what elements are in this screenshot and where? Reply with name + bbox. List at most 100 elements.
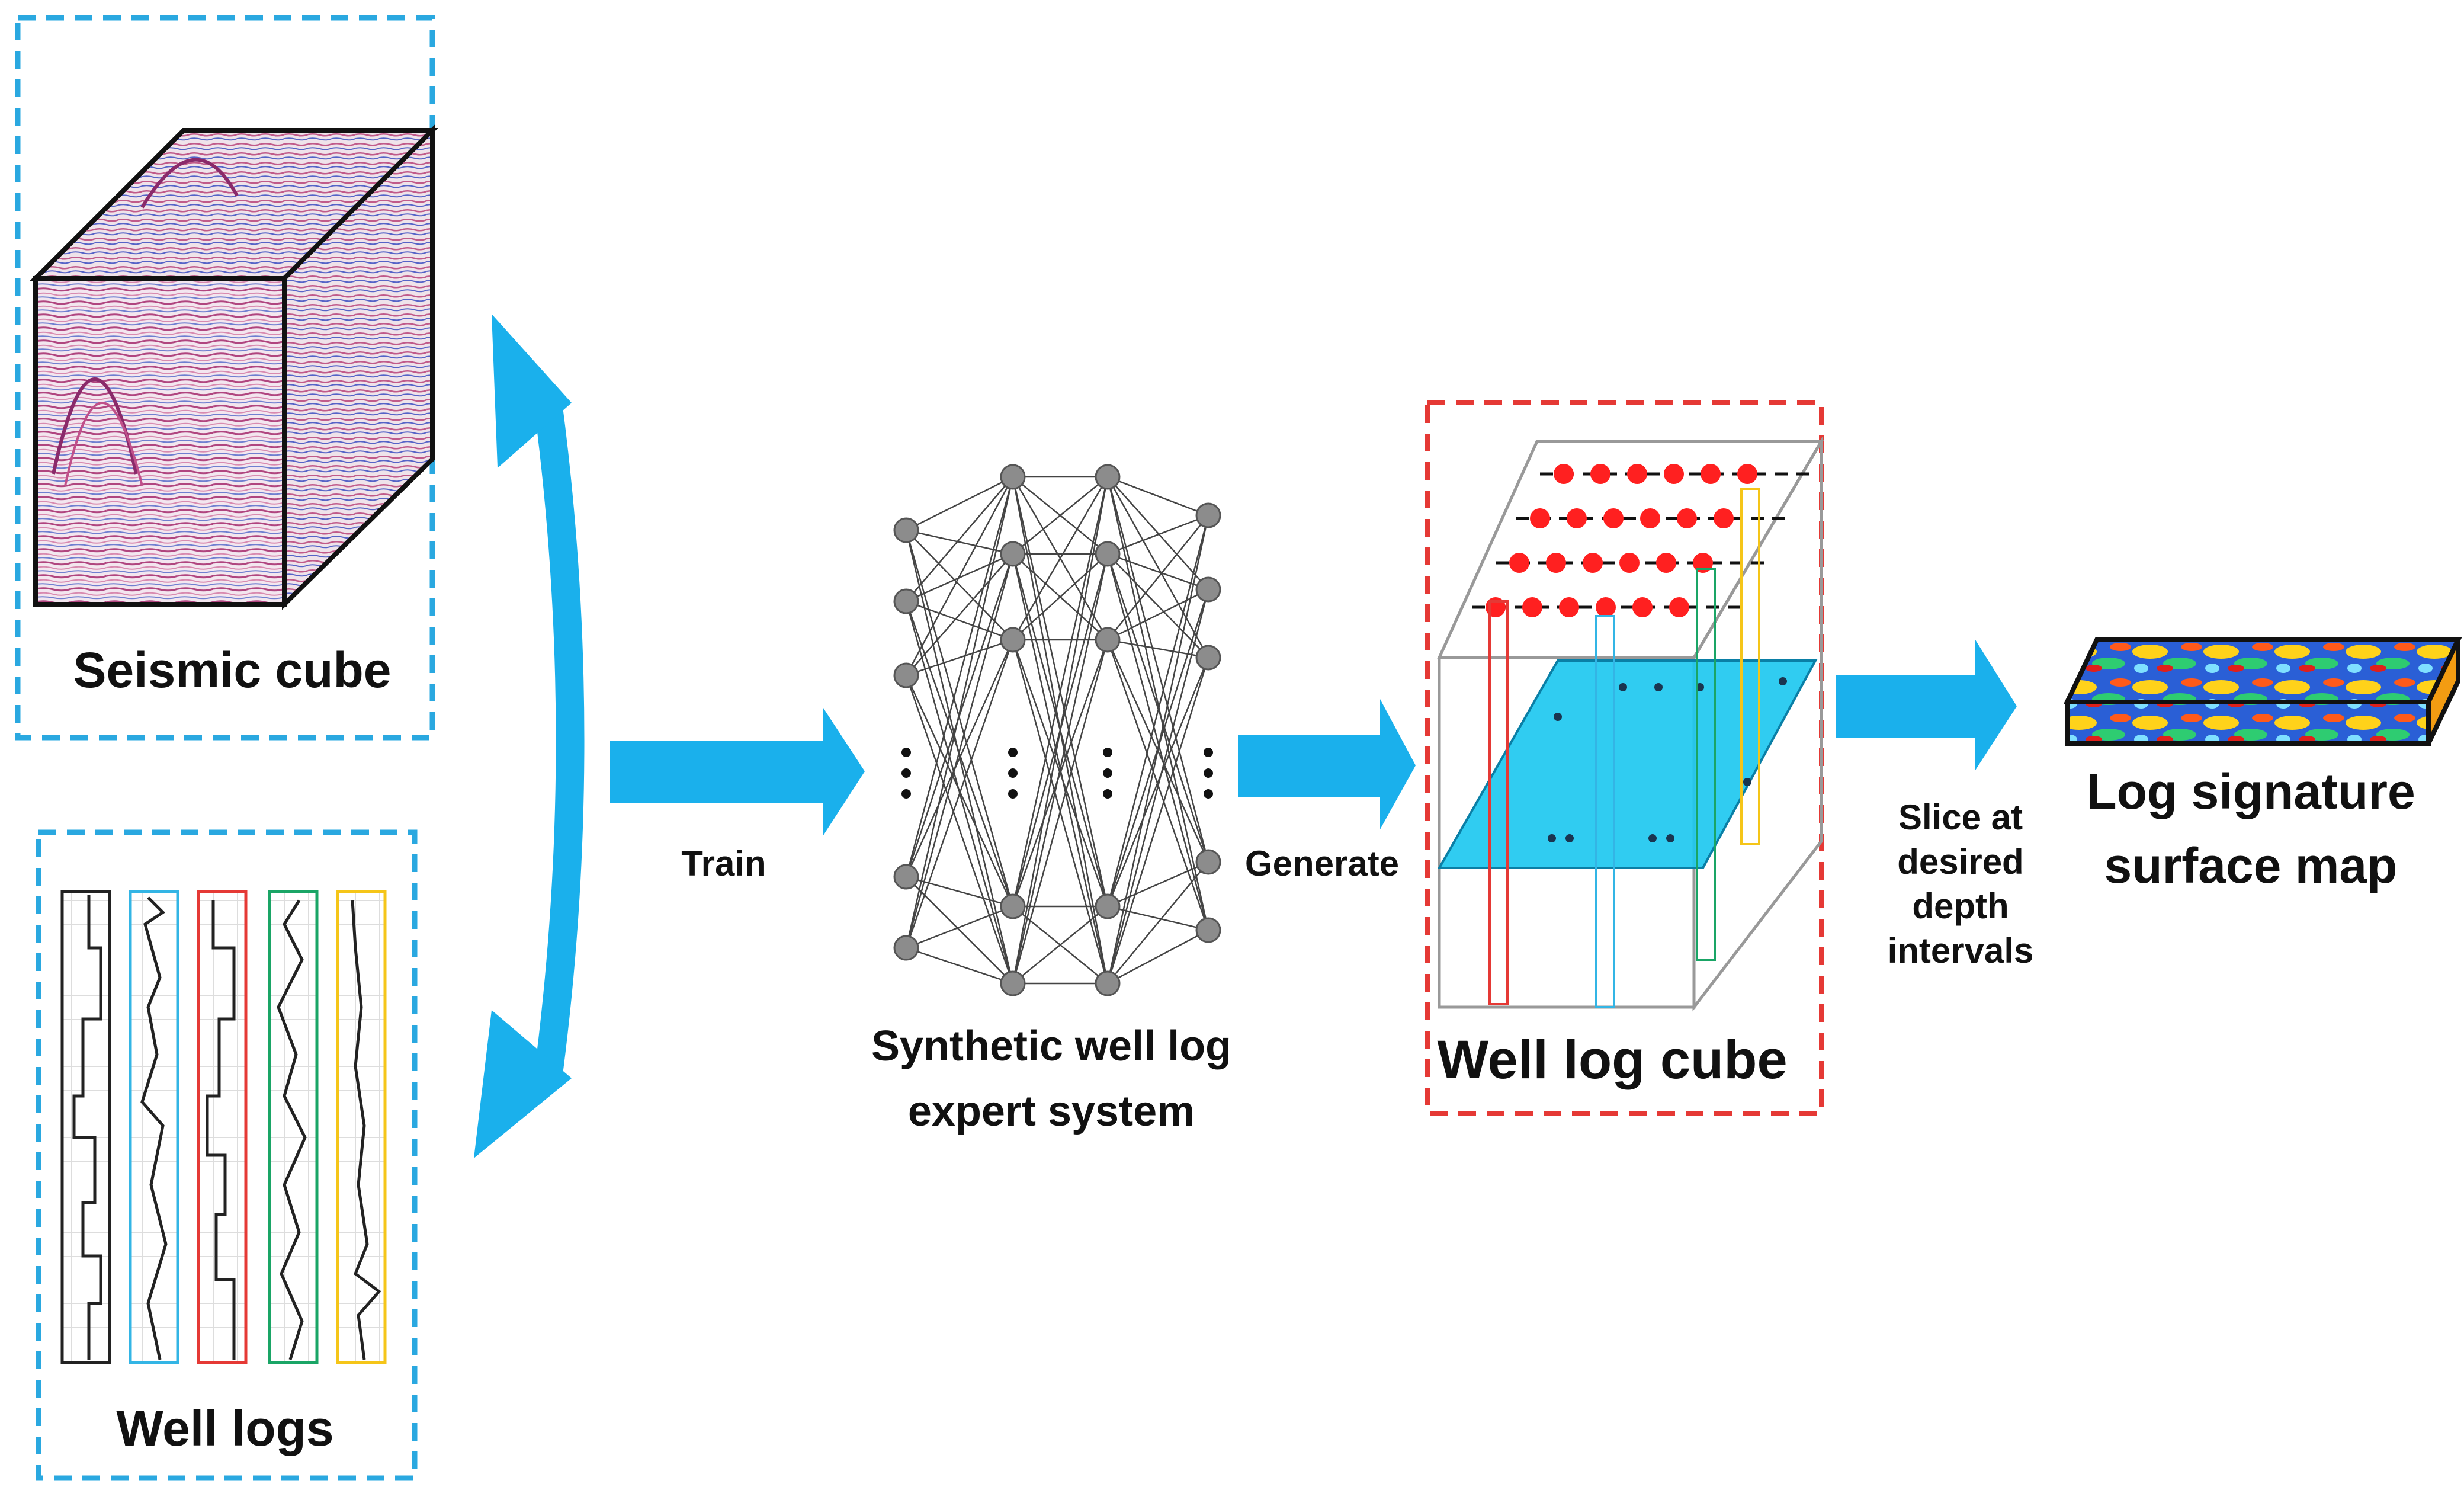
- log-curve-1: [72, 895, 102, 1360]
- nn-node: [1000, 464, 1026, 490]
- slice-sample-dot: [1619, 683, 1627, 691]
- nn-connection: [906, 600, 1013, 641]
- seismic-cube-icon: [30, 124, 438, 610]
- nn-connection: [905, 476, 1014, 948]
- nn-connection: [906, 476, 1013, 602]
- nn-node: [893, 517, 919, 543]
- cube-grid-dot: [1701, 464, 1721, 484]
- nn-connection: [1107, 588, 1209, 641]
- neural-network-icon: [893, 464, 1221, 996]
- log-track-2: [129, 890, 179, 1364]
- nn-ellipsis-dot: [1103, 789, 1112, 799]
- nn-connection: [1107, 476, 1209, 590]
- seismic-cube-label: Seismic cube: [73, 642, 392, 698]
- nn-node: [1095, 464, 1121, 490]
- nn-node: [1195, 502, 1221, 528]
- nn-connection: [905, 530, 1014, 907]
- cube-grid-dot: [1737, 464, 1757, 484]
- expert-system-label-line1: Synthetic well log: [871, 1023, 1231, 1070]
- nn-connection: [1012, 476, 1108, 555]
- nn-connection: [1107, 515, 1209, 640]
- cube-well-2: [1595, 615, 1615, 1008]
- nn-connection: [1107, 861, 1209, 984]
- well-log-tracks: [60, 890, 387, 1364]
- nn-node: [893, 662, 919, 688]
- slice-sample-dot: [1743, 778, 1751, 786]
- cube-grid-dot: [1632, 597, 1653, 617]
- nn-node: [1195, 645, 1221, 671]
- slice-label-line3: depth: [1912, 886, 2009, 926]
- cube-grid-dot: [1559, 597, 1579, 617]
- cube-well-1: [1488, 600, 1509, 1005]
- nn-node: [1000, 627, 1026, 653]
- cube-grid-dot: [1619, 553, 1640, 573]
- nn-node: [893, 935, 919, 961]
- nn-connection: [1012, 639, 1109, 984]
- nn-node: [893, 588, 919, 614]
- well-logs-frame: [36, 829, 418, 1481]
- slice-sample-dot: [1554, 713, 1562, 721]
- nn-connection: [906, 876, 1013, 984]
- cube-grid-dot: [1567, 508, 1587, 528]
- nn-connection: [1106, 476, 1209, 863]
- nn-connection: [1012, 639, 1109, 907]
- nn-ellipsis-dot: [1204, 789, 1213, 799]
- nn-connection: [1106, 657, 1209, 984]
- cube-grid-dot: [1664, 464, 1684, 484]
- surface-map-icon: [2063, 637, 2462, 746]
- well-log-cube-panel: Well log cube: [1425, 400, 1824, 1116]
- nn-ellipsis-dot: [1008, 748, 1018, 757]
- double-curved-arrow: [474, 314, 585, 1158]
- nn-node: [1000, 541, 1026, 567]
- slice-sample-dot: [1648, 834, 1657, 842]
- slice-sample-dot: [1666, 834, 1674, 842]
- cube-grid-dot: [1669, 597, 1689, 617]
- log-curve-3: [206, 900, 236, 1360]
- nn-connection: [1107, 514, 1209, 555]
- nn-connection: [905, 553, 1014, 948]
- well-log-cube-icon: [1437, 435, 1824, 1012]
- nn-node: [1195, 849, 1221, 875]
- nn-connection: [1012, 553, 1109, 984]
- nn-connection: [906, 529, 1013, 555]
- nn-ellipsis-dot: [901, 748, 911, 757]
- slice-sample-dot: [1565, 834, 1574, 842]
- nn-connection: [1106, 476, 1209, 931]
- nn-ellipsis-dot: [901, 768, 911, 778]
- nn-connection: [906, 553, 1013, 676]
- cube-grid-dot: [1656, 553, 1676, 573]
- nn-node: [893, 864, 919, 890]
- nn-connection: [1107, 929, 1209, 985]
- nn-node: [1000, 970, 1026, 996]
- nn-connection: [1106, 657, 1209, 907]
- nn-connection: [1106, 476, 1209, 658]
- nn-node: [1095, 627, 1121, 653]
- arrow-head-down: [474, 1010, 572, 1158]
- nn-node: [1095, 893, 1121, 919]
- log-curve-4: [277, 899, 307, 1360]
- slice-sample-dot: [1548, 834, 1556, 842]
- nn-connection: [905, 639, 1014, 877]
- nn-node: [1000, 893, 1026, 919]
- arrow-head-up: [492, 314, 572, 468]
- generate-arrow: [1238, 699, 1416, 829]
- nn-ellipsis-dot: [1008, 789, 1018, 799]
- nn-connection: [1107, 905, 1209, 931]
- cube-grid-dot: [1590, 464, 1610, 484]
- nn-connection: [1106, 515, 1209, 984]
- nn-connection: [905, 476, 1014, 676]
- nn-ellipsis-dot: [901, 789, 911, 799]
- cube-grid-dot: [1603, 508, 1624, 528]
- nn-ellipsis-dot: [1008, 768, 1018, 778]
- nn-connection: [905, 639, 1014, 948]
- well-logs-panel: Well logs: [36, 829, 418, 1481]
- cube-grid-dot: [1509, 553, 1529, 573]
- nn-connection: [905, 476, 1014, 877]
- nn-connection: [906, 947, 1013, 985]
- cube-grid-dot: [1530, 508, 1550, 528]
- cube-grid-dot: [1583, 553, 1603, 573]
- slice-arrow: [1836, 640, 2017, 770]
- cube-well-3: [1696, 568, 1716, 961]
- cube-grid-dot: [1627, 464, 1647, 484]
